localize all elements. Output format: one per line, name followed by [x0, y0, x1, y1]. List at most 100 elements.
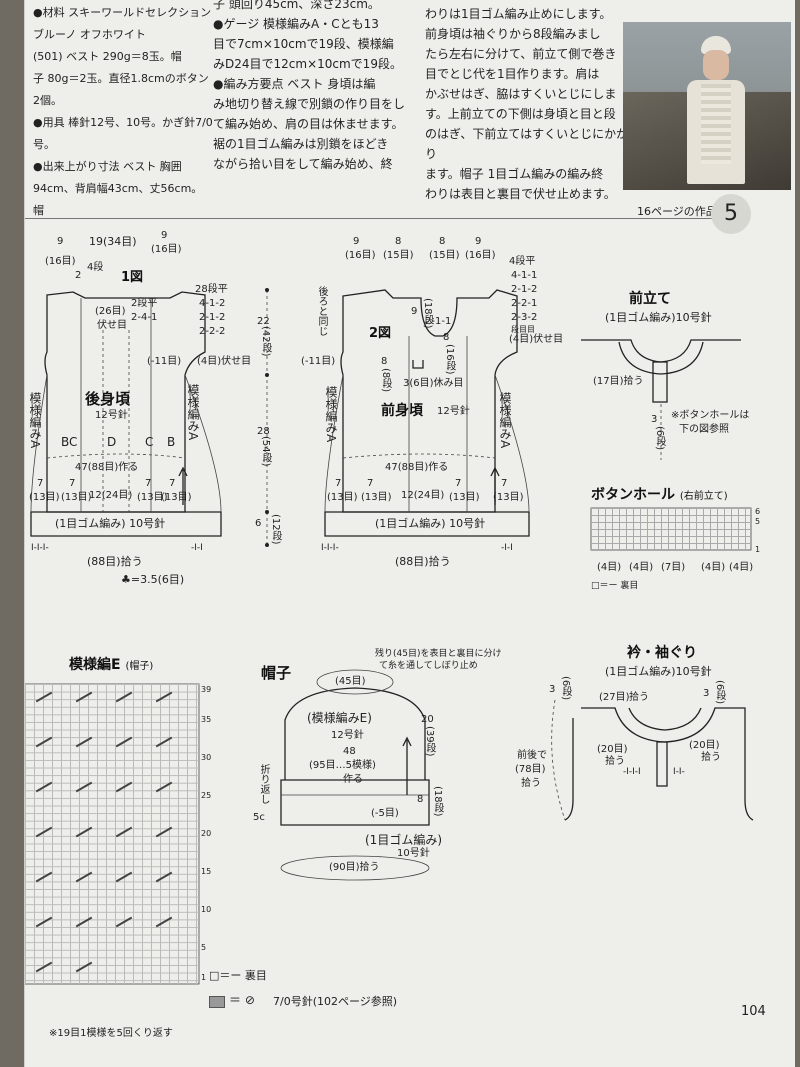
front-cast: 47(88目)作る: [385, 462, 449, 473]
hat-diagram: [280, 669, 430, 881]
front-w4b: (13目): [449, 492, 480, 503]
back-w4b: (13目): [137, 492, 168, 503]
cable-cross-mark: [155, 781, 173, 793]
back-dec1: 2段平: [131, 298, 158, 309]
cable-cross-mark: [115, 736, 133, 748]
chart-e-title: 模様編E (帽子): [69, 657, 154, 673]
back-pick: (88目)拾う: [87, 555, 143, 568]
vertical-measure: [265, 288, 269, 547]
collar-fl2: 拾う: [605, 756, 625, 767]
back-w1: 7: [37, 478, 44, 489]
collar-arm3: 拾う: [521, 778, 541, 789]
vert-c: 6: [255, 518, 262, 529]
hat-pat: (模様編みE): [307, 711, 372, 725]
front-w5: 7: [501, 478, 508, 489]
front-side: (-11目): [301, 356, 336, 367]
back-cast: 47(88目)作る: [75, 462, 139, 473]
collar-l: 3: [549, 684, 556, 695]
cable-cross-mark: [75, 736, 93, 748]
front-arm7: (4目)伏せ目: [509, 334, 564, 345]
back-w2b: (13目): [61, 492, 92, 503]
front-t3b: (15目): [429, 250, 460, 261]
front-t2b: (15目): [383, 250, 414, 261]
back-w3: 12(24目): [89, 490, 133, 501]
cable-cross-mark: [75, 961, 93, 973]
front-arm1: 4段平: [509, 256, 536, 267]
cable-cross-mark: [35, 736, 53, 748]
hat-w: 48: [343, 746, 356, 757]
hat-fold2: 5c: [253, 812, 265, 823]
back-dec2: 2-4-1: [131, 312, 158, 323]
book-page: ●材料 スキーワールドセレクション ブルーノ オフホワイト(501) ベスト 2…: [24, 0, 795, 1067]
hat-w3: 作る: [343, 774, 363, 785]
intro-col3: わりは1目ゴム編み止めにします。前身頃は袖ぐりから8段編みましたら左右に分けて、…: [425, 7, 629, 201]
hat-title: 帽子: [261, 664, 292, 682]
front-t2: 8: [395, 236, 402, 247]
front-n6: 3(6目)休み目: [403, 378, 464, 389]
front-n2: (18段): [422, 298, 433, 329]
legend-purl: □＝ー 裏目: [209, 969, 267, 982]
placket-h: 3: [651, 414, 658, 425]
collar-arm1: 前後で: [517, 750, 547, 761]
back-w5b: (13目): [161, 492, 192, 503]
placket-h2: (6段): [654, 426, 665, 451]
front-pat-a-right: 模様編みA: [498, 392, 512, 449]
diagram-lines: [25, 288, 754, 985]
placket-note2: 下の図参照: [679, 424, 729, 435]
hat-fold1: 折り返し: [258, 764, 269, 804]
hat-needle: 12号針: [331, 730, 364, 741]
back-arm5: (4目)伏せ目: [197, 356, 252, 367]
back-col-b1: B: [61, 435, 70, 449]
buttonhole-w2: (4目): [629, 562, 654, 573]
cable-cross-mark: [35, 961, 53, 973]
hat-h1: 20: [421, 714, 434, 725]
cable-cross-mark: [115, 781, 133, 793]
placket-sub: (1目ゴム編み)10号針: [605, 311, 712, 324]
collar-back: (27目): [599, 692, 630, 703]
front-t4b: (16目): [465, 250, 496, 261]
back-arm4: 2-2-2: [199, 326, 226, 337]
back-rib-l: I-I-I-: [31, 543, 49, 553]
front-t1b: (16目): [345, 250, 376, 261]
work-ref: 16ページの作品: [637, 205, 717, 218]
page-number: 104: [741, 1004, 766, 1019]
hat-top1: 残り(45目)を表目と裏目に分け: [375, 649, 502, 659]
cable-cross-mark: [35, 916, 53, 928]
cable-cross-mark: [75, 781, 93, 793]
buttonhole-legend: □＝ー 裏目: [591, 581, 639, 591]
cable-cross-mark: [75, 916, 93, 928]
front-n8: (8段): [380, 368, 391, 393]
hat-top-st: (45目): [335, 676, 366, 687]
back-col-b2: B: [167, 435, 176, 449]
collar-r: 3: [703, 688, 710, 699]
collar-fr: (20目): [689, 740, 720, 751]
back-sh-r2: (16目): [151, 244, 182, 255]
front-body-outline: [324, 289, 530, 537]
cable-cross-mark: [155, 916, 173, 928]
front-needle: 12号針: [437, 406, 470, 417]
cable-cross-mark: [155, 826, 173, 838]
hat-h4: (18段): [432, 786, 443, 817]
vert-a: 22: [257, 316, 270, 327]
hat-rib: (1目ゴム編み): [365, 833, 442, 847]
back-neck: 19(34目): [89, 235, 137, 248]
front-rib-l: I-I-I-: [321, 543, 339, 553]
back-arm3: 2-1-2: [199, 312, 226, 323]
vert-b2: (54段): [260, 436, 271, 467]
buttonhole-w4: (4目): [701, 562, 726, 573]
intro-col1: ●材料 スキーワールドセレクション ブルーノ オフホワイト(501) ベスト 2…: [33, 6, 213, 217]
front-name: 前身頃: [381, 403, 423, 419]
hat-h3: 8: [417, 794, 424, 805]
buttonhole-r1: 1: [755, 545, 761, 554]
front-w2: 7: [367, 478, 374, 489]
back-neck-d2: 4段: [87, 262, 104, 273]
buttonhole-w1: (4目): [597, 562, 622, 573]
buttonhole-w5: (4目): [729, 562, 754, 573]
back-w2: 7: [69, 478, 76, 489]
back-col-c1: C: [69, 435, 78, 449]
back-w5: 7: [169, 478, 176, 489]
cable-cross-mark: [35, 781, 53, 793]
collar-back2: 拾う: [629, 692, 649, 703]
work-number-badge: 5: [711, 194, 751, 234]
hat-w2: (95目…5模様): [309, 760, 376, 771]
